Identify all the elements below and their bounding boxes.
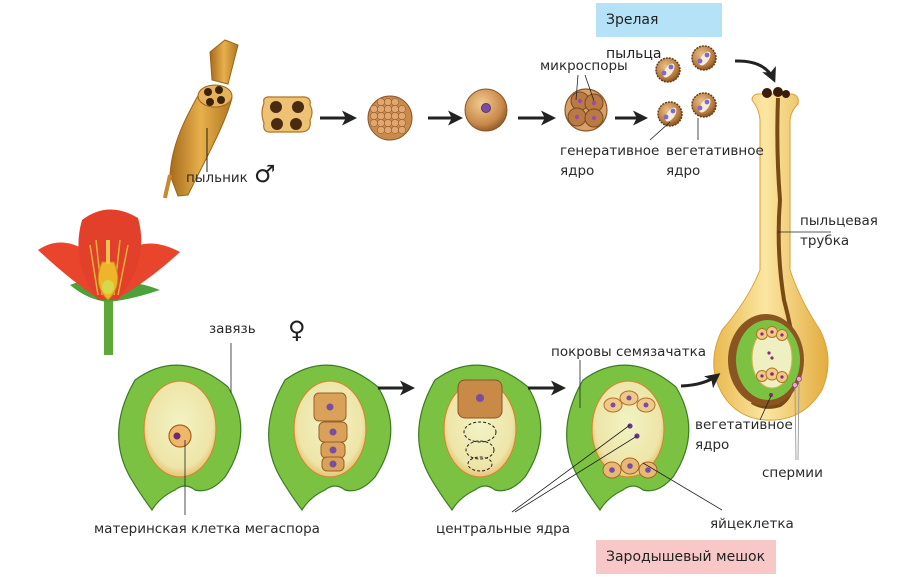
vegetative-nucleus bbox=[697, 58, 703, 64]
arrow bbox=[680, 373, 721, 389]
generative-nucleus bbox=[668, 64, 674, 70]
pollen-grain bbox=[691, 92, 717, 118]
vegetative-nucleus bbox=[661, 70, 667, 76]
nucleus bbox=[326, 403, 334, 411]
mother-cell bbox=[391, 98, 399, 106]
mother-cell bbox=[377, 112, 385, 120]
pollen-sac bbox=[217, 96, 225, 104]
vegetative-nucleus bbox=[697, 105, 703, 111]
ovule-embryo-sac-stage bbox=[566, 364, 690, 512]
mother-cell bbox=[377, 105, 385, 113]
mother-cell bbox=[377, 126, 385, 134]
generative-nucleus-label-line1: генеративное bbox=[560, 143, 660, 159]
vegetative-nucleus-label-line1: вегетативное bbox=[666, 143, 764, 159]
vegetative-nucleus-label-line2: ядро bbox=[666, 163, 701, 179]
degenerated-megaspore bbox=[467, 456, 493, 472]
ovule-integuments-label: покровы семязачатка bbox=[551, 344, 706, 360]
mother-cell bbox=[391, 119, 399, 127]
microspores-label: микроспоры bbox=[540, 58, 628, 74]
embryo-sac-badge: Зародышевый мешок bbox=[596, 540, 776, 574]
flower-illustration bbox=[38, 209, 180, 355]
mother-cell bbox=[398, 126, 406, 134]
pollen-sac bbox=[215, 86, 223, 94]
mother-cell bbox=[391, 126, 399, 134]
anther-cross-section bbox=[261, 96, 313, 133]
ovule-four-megaspores-stage bbox=[268, 364, 392, 512]
mother-cell bbox=[398, 119, 406, 127]
generative-nucleus-label-line2: ядро bbox=[560, 163, 595, 179]
pollen-grain bbox=[655, 57, 681, 83]
ovule-megaspore-mother-cell-stage bbox=[118, 364, 242, 512]
pollen-mother-cells bbox=[367, 95, 413, 141]
microspore-tetrad bbox=[564, 88, 608, 132]
nucleus bbox=[329, 460, 337, 468]
degenerated-megaspore bbox=[463, 421, 497, 443]
male-symbol: ♂ bbox=[254, 160, 276, 188]
ovule-functional-megaspore-stage bbox=[418, 364, 542, 512]
nucleus bbox=[329, 446, 337, 454]
ovary-label: завязь bbox=[209, 321, 256, 337]
mother-cell bbox=[370, 105, 378, 113]
mother-cell bbox=[391, 112, 399, 120]
megaspore-mother-cell-label: материнская клетка мегаспора bbox=[94, 521, 320, 537]
arrow bbox=[734, 59, 776, 83]
pollen-sac bbox=[206, 98, 214, 106]
pollen-grain bbox=[657, 101, 683, 127]
generative-nucleus bbox=[670, 108, 676, 114]
female-symbol: ♀ bbox=[288, 316, 306, 344]
mother-cell bbox=[384, 119, 392, 127]
pollen-tube-label-line2: трубка bbox=[800, 233, 850, 249]
mature-pollen-badge: Зрелая пыльца bbox=[596, 3, 722, 62]
anther-illustration bbox=[163, 39, 239, 199]
generative-nucleus bbox=[704, 99, 710, 105]
pollen-tube-label-line1: пыльцевая bbox=[800, 213, 878, 229]
tube-vegetative-nucleus-label-line1: вегетативное bbox=[695, 417, 793, 433]
degenerated-megaspore bbox=[465, 440, 495, 460]
mother-cell bbox=[377, 119, 385, 127]
mother-cell bbox=[398, 112, 406, 120]
mother-cell bbox=[398, 105, 406, 113]
sperm-label: спермии bbox=[762, 465, 823, 481]
egg-cell-label: яйцеклетка bbox=[710, 516, 794, 532]
pollen-grain bbox=[691, 45, 717, 71]
mother-cell bbox=[384, 105, 392, 113]
mother-cell bbox=[370, 119, 378, 127]
nucleus bbox=[329, 428, 337, 436]
mother-cell bbox=[384, 112, 392, 120]
nucleus bbox=[173, 432, 181, 440]
mature-pollen-grains bbox=[655, 45, 717, 127]
tube-vegetative-nucleus-label-line2: ядро bbox=[695, 437, 730, 453]
mother-cell bbox=[384, 126, 392, 134]
anther-label: пыльник bbox=[186, 170, 248, 186]
central-nucleus bbox=[627, 423, 633, 429]
microspore-mother-cell bbox=[464, 88, 508, 132]
mother-cell bbox=[384, 98, 392, 106]
mother-cell bbox=[370, 112, 378, 120]
generative-nucleus bbox=[704, 52, 710, 58]
central-nuclei-label: центральные ядра bbox=[436, 521, 570, 537]
pistil-with-pollen-tube bbox=[713, 87, 829, 421]
mother-cell bbox=[391, 105, 399, 113]
mother-cell bbox=[377, 98, 385, 106]
vegetative-nucleus bbox=[663, 114, 669, 120]
pollen-sac bbox=[204, 88, 212, 96]
